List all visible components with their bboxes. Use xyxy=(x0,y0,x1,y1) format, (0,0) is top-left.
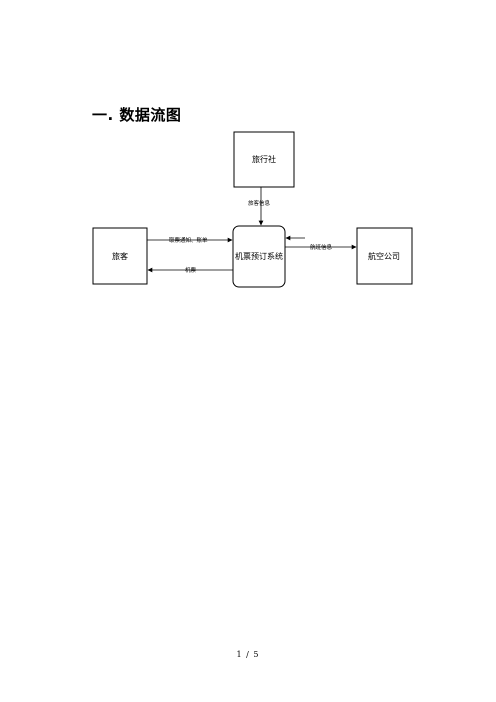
page-number: 1 / 5 xyxy=(236,650,260,659)
node-airline xyxy=(356,227,413,285)
flow-ticket-label: 机票 xyxy=(185,266,197,274)
node-travel-agency xyxy=(233,131,295,188)
node-system-label: 机票预订系统 xyxy=(235,251,283,261)
page-title: 一. 数据流图 xyxy=(92,106,182,124)
node-travel-agency-label: 旅行社 xyxy=(252,154,276,164)
node-system xyxy=(232,225,286,288)
flow-flight-info-label: 航班信息 xyxy=(310,243,333,251)
node-passenger-label: 旅客 xyxy=(112,251,128,261)
flow-ticket-notice-label: 取票通知、账单 xyxy=(169,236,208,244)
flow-passenger-info-label: 旅客信息 xyxy=(248,199,271,207)
node-passenger xyxy=(92,227,148,285)
node-airline-label: 航空公司 xyxy=(368,251,400,261)
